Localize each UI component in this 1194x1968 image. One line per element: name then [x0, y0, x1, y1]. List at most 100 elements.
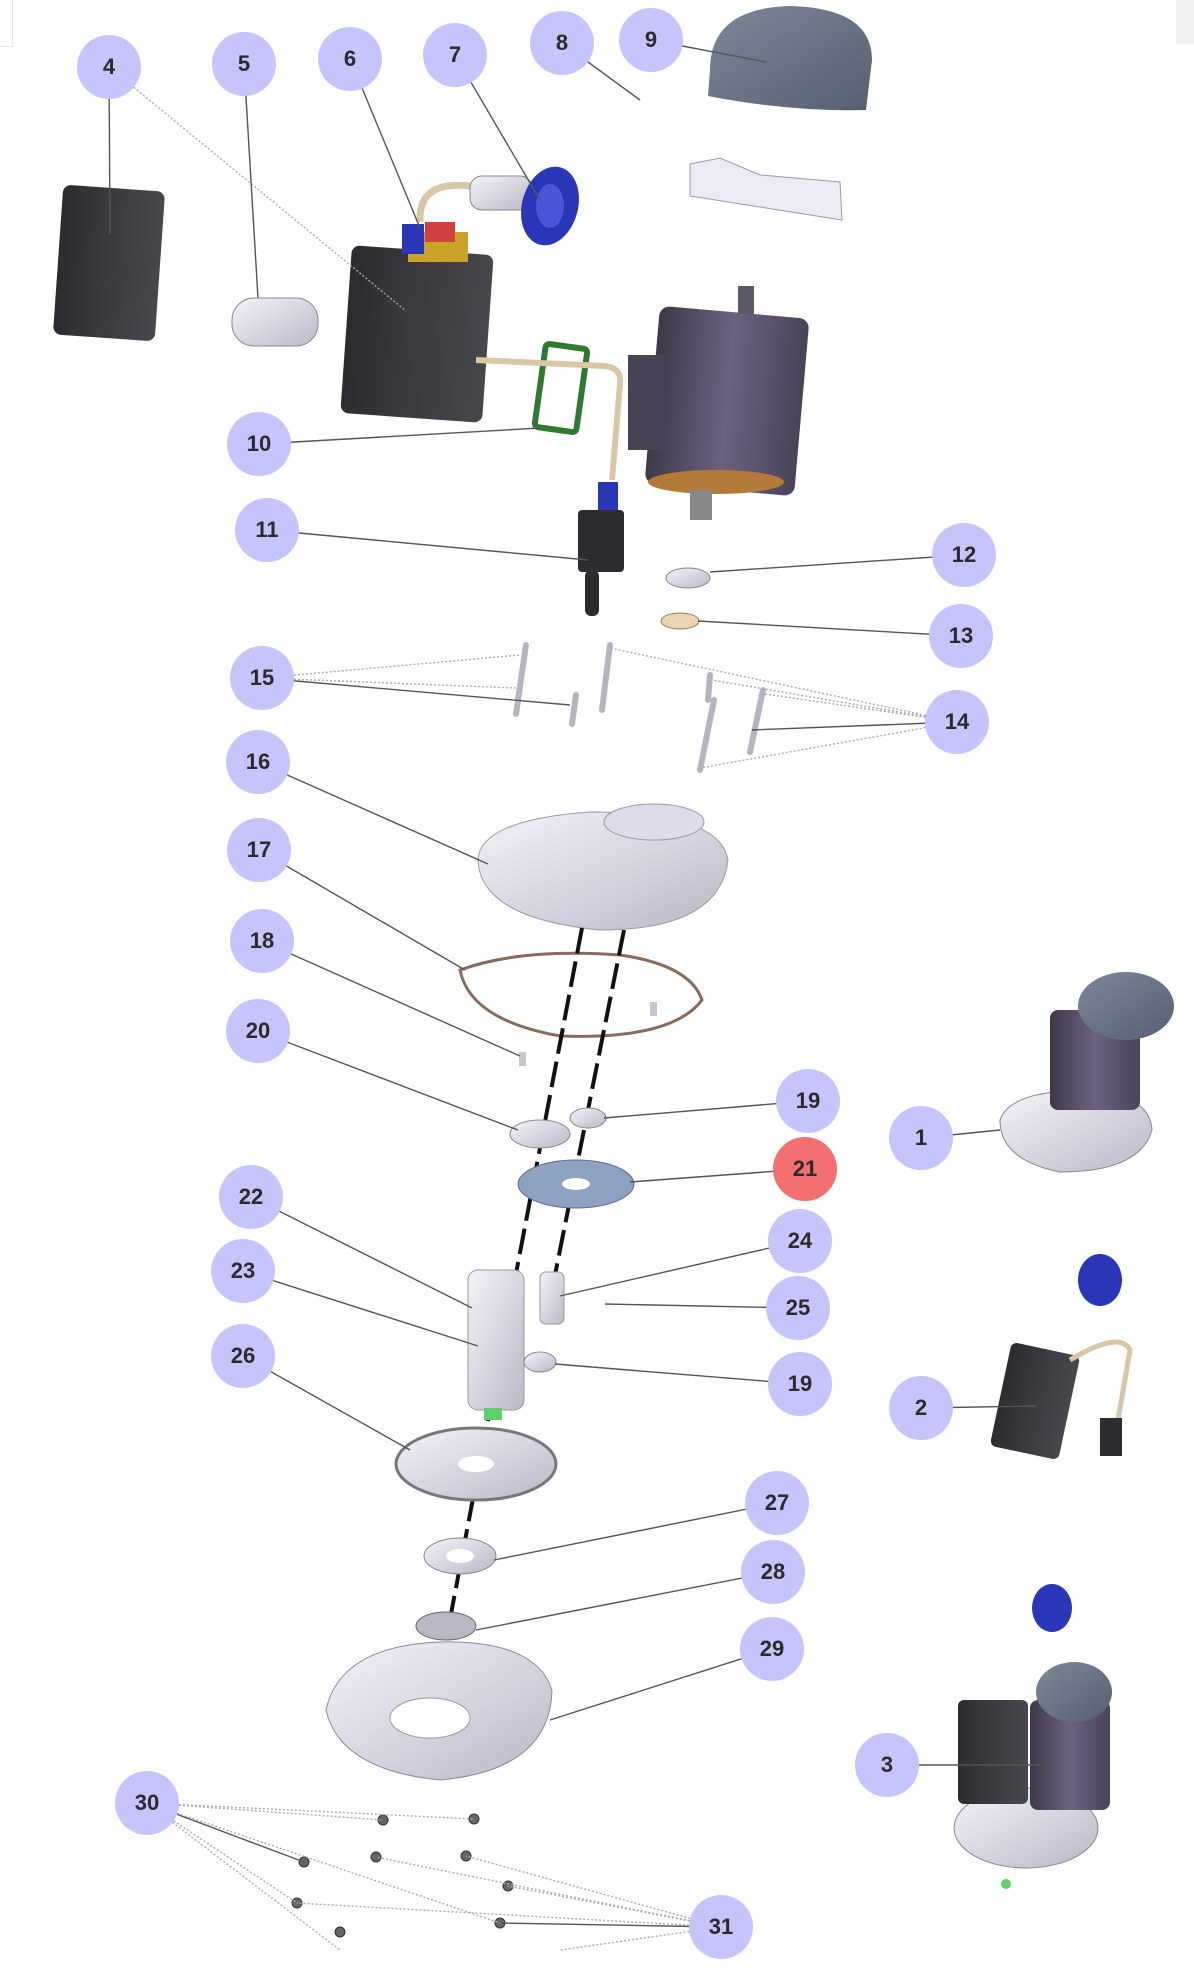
panel-edge-left: [0, 0, 13, 47]
part-21-gear: [517, 1159, 635, 1209]
callout-bubble-13[interactable]: 13: [929, 604, 993, 668]
assembly-2-switch: [990, 1254, 1133, 1460]
callout-bubble-28[interactable]: 28: [741, 1540, 805, 1604]
callout-bubble-19b[interactable]: 19: [768, 1352, 832, 1416]
part-switch-box: [340, 222, 494, 423]
assembly-1-motor-flange: [999, 972, 1174, 1173]
assembly-3-full-unit: [953, 1584, 1112, 1889]
callout-bubble-3[interactable]: 3: [855, 1733, 919, 1797]
leader-line-dashed-31: [296, 1902, 722, 1928]
leader-line-dashed-30: [146, 1802, 384, 1821]
part-26-gear: [394, 1426, 558, 1502]
part-17-gasket: [458, 951, 704, 1038]
leader-line-18: [261, 940, 521, 1057]
leader-line-dashed-31: [465, 1855, 722, 1928]
part-28-seal: [415, 1611, 477, 1641]
leader-line-dashed-31: [559, 1926, 722, 1951]
part-motor: [628, 286, 809, 520]
callout-bubble-7[interactable]: 7: [423, 23, 487, 87]
leader-line-dashed-15: [261, 677, 517, 689]
leader-line-11: [266, 529, 589, 561]
part-5-capacitor: [231, 297, 319, 347]
leader-line-dashed-15: [261, 654, 521, 679]
callout-bubble-27[interactable]: 27: [745, 1471, 809, 1535]
part-7-cable-gland: [416, 166, 579, 246]
part-27-bearing: [423, 1537, 497, 1575]
leader-line-19a: [603, 1100, 809, 1119]
callout-bubble-11[interactable]: 11: [235, 498, 299, 562]
callout-bubble-20[interactable]: 20: [226, 999, 290, 1063]
part-19-bearing-lower: [523, 1351, 557, 1373]
callout-bubble-19a[interactable]: 19: [776, 1069, 840, 1133]
leader-line-31: [499, 1922, 722, 1928]
callout-bubble-23[interactable]: 23: [211, 1239, 275, 1303]
leader-line-5: [243, 63, 259, 299]
part-cable: [475, 357, 624, 481]
leader-line-dashed-30: [146, 1802, 501, 1924]
callout-bubble-26[interactable]: 26: [211, 1324, 275, 1388]
part-23-shaft: [467, 1269, 525, 1420]
leader-line-19b: [554, 1363, 801, 1385]
part-10-gasket: [531, 341, 591, 435]
callout-bubble-2[interactable]: 2: [889, 1376, 953, 1440]
callout-bubble-25[interactable]: 25: [766, 1276, 830, 1340]
part-30-31-nuts: [291, 1813, 514, 1938]
callout-bubble-5[interactable]: 5: [212, 32, 276, 96]
callout-bubble-22[interactable]: 22: [219, 1165, 283, 1229]
callout-bubble-29[interactable]: 29: [740, 1617, 804, 1681]
callout-bubble-6[interactable]: 6: [318, 27, 382, 91]
part-14-15-screws: [513, 642, 766, 773]
callout-bubble-24[interactable]: 24: [768, 1209, 832, 1273]
part-19-bearing-upper: [569, 1107, 607, 1129]
leader-line-16: [257, 761, 489, 865]
leader-line-20: [257, 1030, 519, 1131]
leader-line-23: [242, 1270, 479, 1347]
part-24-pinion: [539, 1271, 565, 1325]
callout-bubble-14[interactable]: 14: [925, 690, 989, 754]
callout-bubble-1[interactable]: 1: [889, 1106, 953, 1170]
leader-line-13: [697, 620, 962, 637]
part-4-cover-plate: [53, 185, 165, 341]
leader-line-22: [250, 1196, 473, 1309]
part-18-pin: [519, 1002, 657, 1066]
panel-edge-right: [1176, 0, 1194, 44]
leader-line-15: [261, 677, 571, 706]
callout-bubble-4[interactable]: 4: [77, 35, 141, 99]
part-12-bearing: [665, 567, 711, 589]
leader-line-28: [475, 1571, 774, 1631]
part-11-connector: [578, 482, 624, 616]
callout-bubble-9[interactable]: 9: [619, 8, 683, 72]
callout-bubble-31[interactable]: 31: [689, 1895, 753, 1959]
leader-line-24: [559, 1240, 801, 1297]
leader-line-dashed-31: [375, 1856, 722, 1928]
callout-bubble-16[interactable]: 16: [226, 730, 290, 794]
callout-bubble-21[interactable]: 21: [773, 1137, 837, 1201]
leader-line-10: [258, 427, 541, 445]
part-29-housing: [325, 1641, 553, 1781]
part-13-seal: [660, 612, 700, 630]
leader-line-14: [751, 721, 958, 731]
callout-bubble-30[interactable]: 30: [115, 1771, 179, 1835]
callout-bubble-12[interactable]: 12: [932, 523, 996, 587]
part-20-bearing: [509, 1119, 571, 1149]
leader-line-12: [709, 554, 965, 573]
callout-bubble-8[interactable]: 8: [530, 11, 594, 75]
part-9-fan-cover: [708, 6, 872, 111]
leader-line-dashed-4: [108, 66, 407, 312]
callout-bubble-17[interactable]: 17: [227, 818, 291, 882]
leader-line-25: [604, 1303, 799, 1309]
part-16-flange: [477, 803, 729, 931]
callout-bubble-15[interactable]: 15: [230, 646, 294, 710]
leader-line-29: [549, 1648, 773, 1721]
leader-line-dashed-14: [609, 647, 958, 723]
leader-line-27: [493, 1502, 778, 1561]
leader-line-17: [258, 849, 466, 971]
callout-bubble-18[interactable]: 18: [230, 909, 294, 973]
leader-line-dashed-30: [146, 1802, 341, 1951]
leader-lines: [108, 39, 1040, 1951]
callout-bubble-10[interactable]: 10: [227, 412, 291, 476]
leader-line-dashed-14: [699, 721, 958, 769]
leader-line-dashed-14: [711, 679, 958, 723]
part-8-fan: [689, 157, 843, 221]
